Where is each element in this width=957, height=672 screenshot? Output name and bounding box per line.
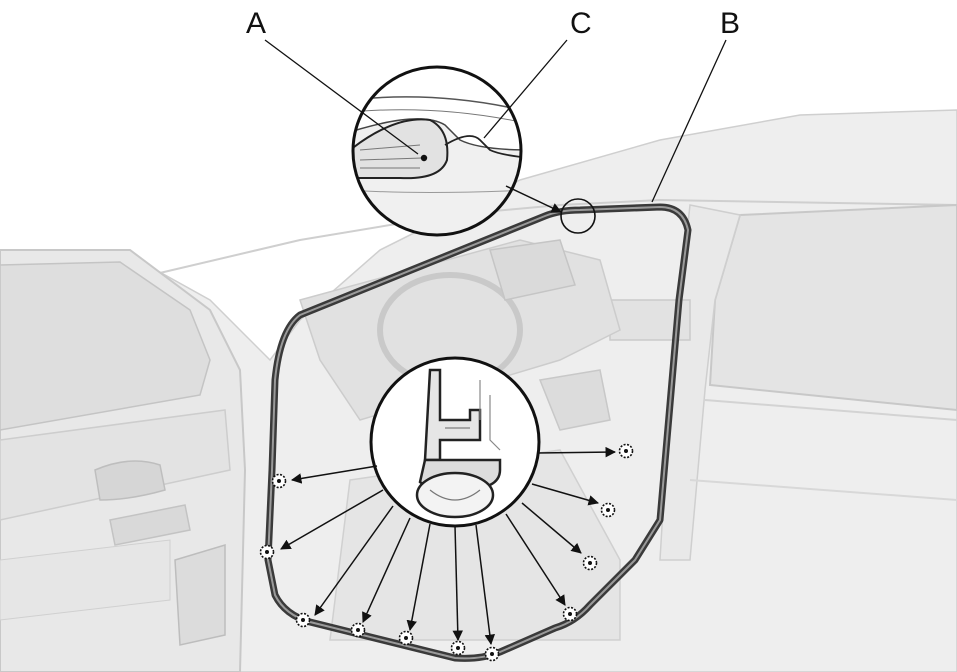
- clip-arrow: [536, 446, 617, 458]
- clip-point-center: [568, 612, 572, 616]
- clip-point-center: [490, 652, 494, 656]
- leader-line-a: [264, 39, 419, 155]
- leader-line-b: [651, 39, 727, 203]
- clip-arrow: [406, 523, 431, 632]
- clip-arrow: [314, 505, 394, 616]
- callout-a: A: [246, 7, 266, 40]
- marking-point-a: [420, 154, 428, 162]
- detail-arrow: [505, 185, 562, 213]
- clip-point-center: [301, 618, 305, 622]
- clip-arrow: [362, 517, 411, 623]
- clip-point-center: [606, 508, 610, 512]
- cross-section-view: [369, 356, 541, 528]
- clip-point-center: [456, 646, 460, 650]
- clip-arrow: [475, 524, 496, 646]
- clip-point-center: [624, 449, 628, 453]
- callout-c: C: [570, 7, 592, 40]
- detail-location-circle: [560, 198, 596, 234]
- clip-point-center: [588, 561, 592, 565]
- callout-b: B: [720, 7, 740, 40]
- clip-arrow: [452, 525, 463, 642]
- leader-line-c: [483, 39, 568, 139]
- clip-point-center: [265, 550, 269, 554]
- clip-arrow: [290, 465, 378, 484]
- clip-arrow: [280, 489, 384, 550]
- clip-arrow: [531, 483, 600, 506]
- clip-point-center: [404, 636, 408, 640]
- clip-point-center: [356, 628, 360, 632]
- clip-points: [259, 443, 634, 662]
- clip-arrows: [280, 446, 617, 646]
- clip-arrow: [505, 513, 566, 606]
- clip-point-center: [277, 479, 281, 483]
- clip-arrow: [521, 502, 582, 554]
